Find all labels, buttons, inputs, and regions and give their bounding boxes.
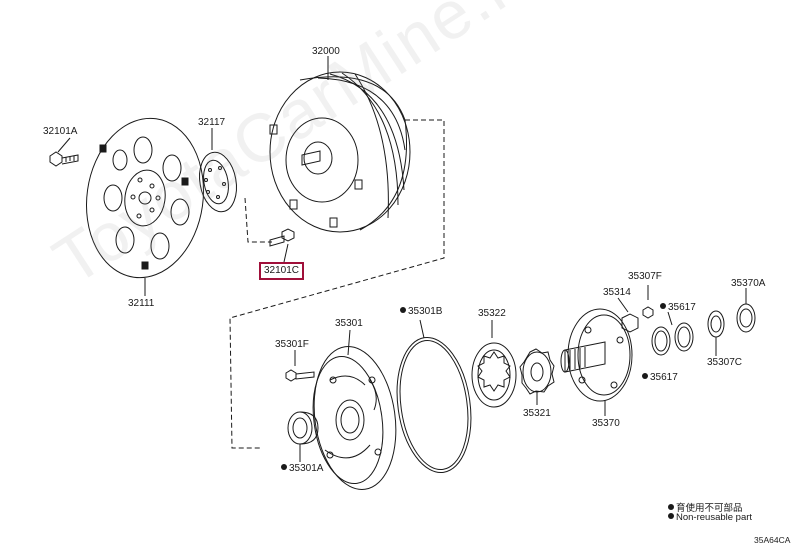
label-35617-top[interactable]: 35617 bbox=[660, 302, 696, 314]
label-35301a[interactable]: 35301A bbox=[281, 463, 323, 475]
label-35322[interactable]: 35322 bbox=[478, 308, 506, 319]
stator-shaft-35370 bbox=[560, 308, 633, 416]
label-35321[interactable]: 35321 bbox=[523, 408, 551, 419]
bolt-35301f bbox=[285, 350, 315, 382]
bolt-32101c bbox=[269, 228, 295, 263]
bushing-35314 bbox=[617, 297, 639, 333]
oil-pump-body-35301 bbox=[312, 329, 397, 491]
label-35370a[interactable]: 35370A bbox=[731, 278, 766, 289]
washer-35370a bbox=[736, 288, 756, 333]
label-35301f[interactable]: 35301F bbox=[275, 339, 309, 350]
label-32117[interactable]: 32117 bbox=[198, 117, 226, 128]
drive-gear-35321 bbox=[519, 348, 555, 405]
torque-converter-32000 bbox=[269, 56, 411, 233]
label-35301[interactable]: 35301 bbox=[335, 318, 363, 329]
label-32111[interactable]: 32111 bbox=[128, 298, 155, 309]
label-32101a[interactable]: 32101A bbox=[43, 126, 78, 137]
bolt-35307f bbox=[642, 285, 654, 319]
label-35307c[interactable]: 35307C bbox=[707, 357, 743, 368]
o-ring-35301b bbox=[396, 319, 472, 474]
seal-rings-35617 bbox=[651, 311, 694, 356]
diagram-code: 35A64CA bbox=[754, 535, 791, 545]
label-35617-bottom[interactable]: 35617 bbox=[642, 372, 678, 384]
drive-plate-32111 bbox=[85, 117, 205, 296]
washer-35307c bbox=[707, 310, 725, 356]
driven-gear-35322 bbox=[471, 320, 517, 408]
label-32101c-highlighted[interactable]: 32101C bbox=[259, 262, 305, 280]
legend-line-1: 育使用不可部品 bbox=[668, 500, 743, 514]
label-35307f[interactable]: 35307F bbox=[628, 271, 662, 282]
label-35301b[interactable]: 35301B bbox=[400, 306, 442, 318]
guide-lines-top bbox=[229, 119, 445, 449]
label-32000[interactable]: 32000 bbox=[312, 46, 340, 57]
bolt-32101a bbox=[49, 137, 79, 167]
label-35314[interactable]: 35314 bbox=[603, 287, 631, 298]
legend-line-2: Non-reusable part bbox=[668, 512, 752, 523]
label-35370[interactable]: 35370 bbox=[592, 418, 620, 429]
oil-seal-35301a bbox=[287, 411, 319, 462]
spacer-32117 bbox=[199, 128, 237, 213]
